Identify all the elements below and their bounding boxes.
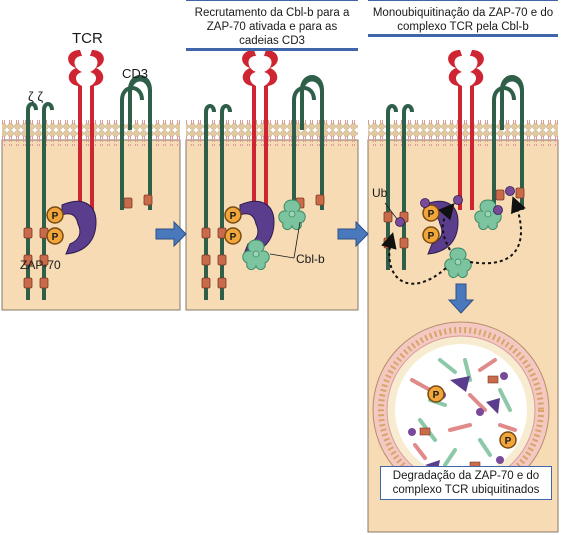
zap70-label: ZAP-70 <box>20 258 61 272</box>
cd3-label: CD3 <box>122 66 149 81</box>
zeta-label: ζ ζ <box>28 89 44 104</box>
step-arrows <box>155 220 475 314</box>
ub-label: Ub <box>372 186 388 200</box>
arrow-step-2 <box>337 220 369 248</box>
ub-label-line <box>384 202 398 220</box>
phospho-1 <box>46 206 64 224</box>
arrow-step-3 <box>447 283 475 314</box>
panel-1-resting <box>1 50 181 311</box>
cblb-label: Cbl-b <box>296 252 325 266</box>
zeta-chains <box>23 102 54 300</box>
degraded-fragments <box>410 358 517 467</box>
phospho-2 <box>46 227 64 245</box>
degradation-vesicle <box>372 321 550 499</box>
caption-degradation: Degradação da ZAP-70 e do complexo TCR u… <box>380 466 552 500</box>
panel-2-recruitment <box>185 50 359 311</box>
caption-monoubiquitination: Monoubiquitinação da ZAP-70 e do complex… <box>368 0 558 37</box>
arrow-step-1 <box>155 220 187 248</box>
ubiquitination-arrows <box>381 196 526 285</box>
ubiquitin-tags <box>395 186 515 227</box>
zap70-kinase <box>61 200 97 255</box>
tcr-label: TCR <box>72 30 103 47</box>
caption-recruitment: Recrutamento da Cbl-b para a ZAP-70 ativ… <box>186 0 358 51</box>
